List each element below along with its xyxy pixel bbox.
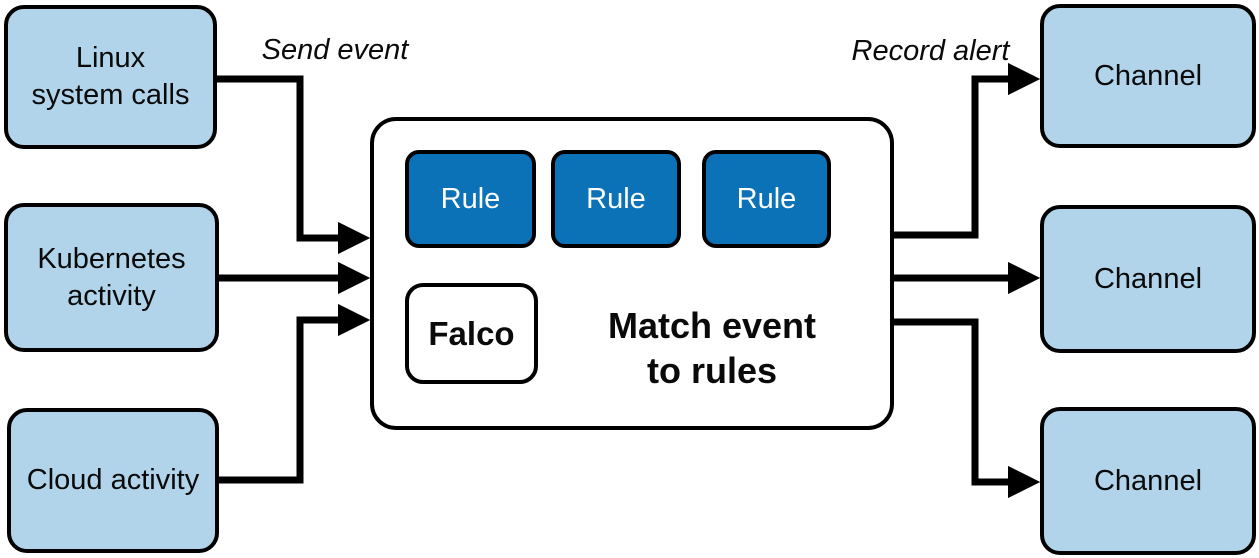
source-label: Cloud activity bbox=[26, 464, 200, 497]
arrow-engine-to-channel-3 bbox=[891, 318, 1041, 499]
source-box-kubernetes-activity: Kubernetes activity bbox=[4, 203, 219, 352]
rule-label: Rule bbox=[736, 182, 797, 215]
channel-label: Channel bbox=[1093, 464, 1203, 497]
falco-engine-box: Rule Rule Rule Falco Match event to rule… bbox=[370, 117, 894, 430]
falco-box: Falco bbox=[405, 283, 538, 384]
match-event-caption: Match event to rules bbox=[607, 305, 817, 391]
send-event-annotation: Send event bbox=[261, 34, 409, 66]
source-label: Linux system calls bbox=[31, 42, 190, 111]
channel-box: Channel bbox=[1040, 407, 1256, 555]
source-box-linux-system-calls: Linux system calls bbox=[4, 5, 217, 149]
arrow-cloud-to-engine bbox=[219, 303, 371, 484]
falco-label: Falco bbox=[428, 314, 515, 352]
channel-label: Channel bbox=[1093, 262, 1203, 295]
record-alert-annotation: Record alert bbox=[851, 35, 1010, 67]
rule-box: Rule bbox=[405, 150, 536, 248]
rule-box: Rule bbox=[702, 150, 831, 248]
arrow-linux-to-engine bbox=[217, 75, 371, 255]
source-label: Kubernetes activity bbox=[37, 242, 186, 312]
rule-label: Rule bbox=[440, 182, 501, 215]
channel-box: Channel bbox=[1040, 4, 1256, 148]
rule-label: Rule bbox=[586, 182, 646, 215]
rule-box: Rule bbox=[551, 150, 681, 248]
arrow-engine-to-channel-1 bbox=[891, 62, 1041, 239]
source-box-cloud-activity: Cloud activity bbox=[7, 408, 219, 553]
channel-label: Channel bbox=[1093, 59, 1203, 92]
channel-box: Channel bbox=[1040, 205, 1256, 353]
